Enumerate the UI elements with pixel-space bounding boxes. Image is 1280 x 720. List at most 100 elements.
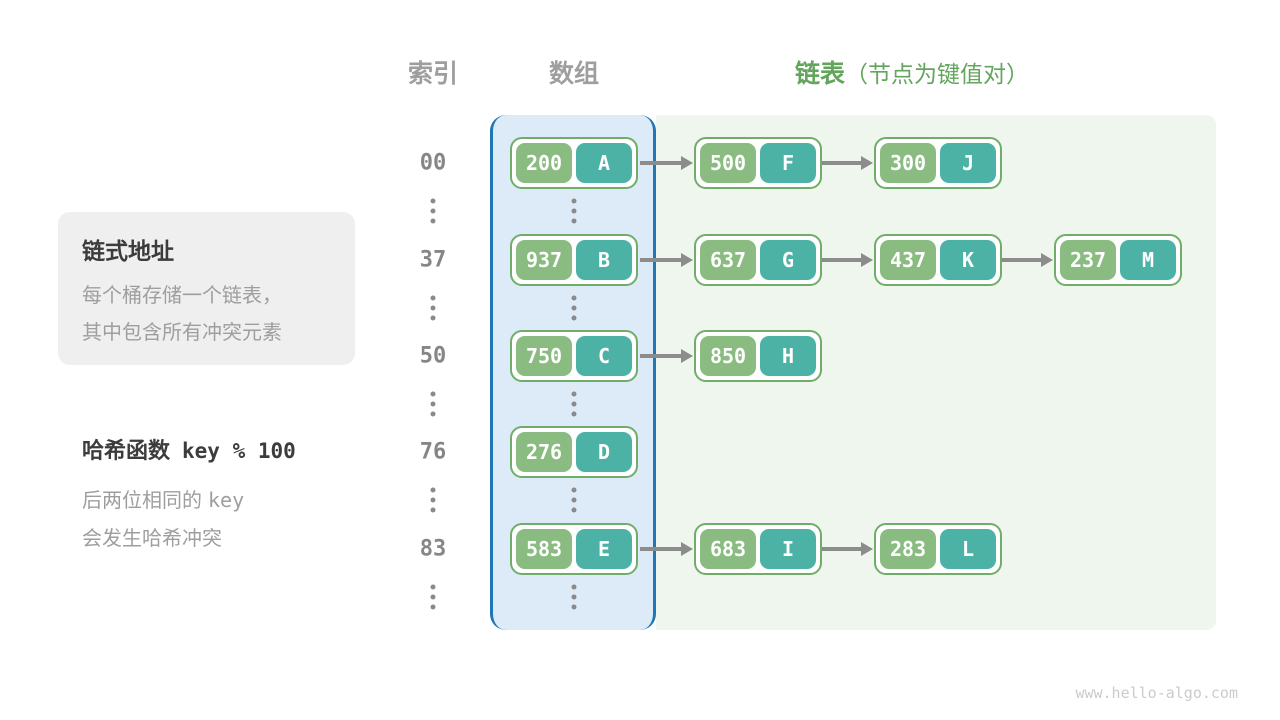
next-pointer-arrow: [640, 542, 693, 556]
value-cell: G: [760, 240, 816, 280]
key-cell: 637: [700, 240, 756, 280]
key-cell: 683: [700, 529, 756, 569]
ellipsis-dot: [430, 218, 436, 224]
ellipsis-icon: [430, 295, 436, 321]
hash-note-line: 后两位相同的 key: [82, 481, 296, 520]
column-header-array: 数组: [548, 60, 600, 88]
ellipsis-icon: [430, 487, 436, 513]
value-cell: I: [760, 529, 816, 569]
hash-function-formula: 哈希函数 key % 100: [82, 433, 296, 465]
key-cell: 500: [700, 143, 756, 183]
next-pointer-arrow: [820, 542, 873, 556]
ellipsis-dot: [430, 584, 436, 590]
ellipsis-dot: [571, 218, 577, 224]
column-header-list: 链表（节点为键值对）: [795, 54, 1029, 90]
value-cell: E: [576, 529, 632, 569]
ellipsis-icon: [571, 584, 577, 610]
key-cell: 937: [516, 240, 572, 280]
next-pointer-arrow: [820, 156, 873, 170]
ellipsis-dot: [430, 594, 436, 600]
ellipsis-dot: [571, 411, 577, 417]
value-cell: C: [576, 336, 632, 376]
ellipsis-dot: [571, 198, 577, 204]
hash-function-label: 哈希函数: [82, 438, 171, 463]
hash-function-code: key % 100: [182, 439, 296, 463]
hash-note-text: 后两位相同的: [82, 490, 202, 512]
concept-card: 链式地址 每个桶存储一个链表， 其中包含所有冲突元素: [58, 212, 355, 365]
value-cell: B: [576, 240, 632, 280]
next-pointer-arrow: [1000, 253, 1053, 267]
ellipsis-dot: [571, 604, 577, 610]
concept-card-line: 其中包含所有冲突元素: [82, 322, 282, 344]
ellipsis-dot: [430, 604, 436, 610]
value-cell: K: [940, 240, 996, 280]
ellipsis-dot: [430, 315, 436, 321]
ellipsis-dot: [571, 295, 577, 301]
ellipsis-dot: [571, 208, 577, 214]
ellipsis-dot: [571, 315, 577, 321]
ellipsis-dot: [430, 401, 436, 407]
hash-note-key-code: key: [208, 488, 245, 512]
concept-card-line: 每个桶存储一个链表，: [82, 285, 282, 307]
ellipsis-icon: [430, 198, 436, 224]
ellipsis-dot: [430, 497, 436, 503]
bucket-index-label: 37: [419, 247, 447, 273]
list-header-note: （节点为键值对）: [845, 61, 1030, 87]
value-cell: D: [576, 432, 632, 472]
ellipsis-icon: [571, 391, 577, 417]
ellipsis-dot: [571, 487, 577, 493]
bucket-index-label: 76: [419, 439, 447, 465]
ellipsis-dot: [430, 295, 436, 301]
key-cell: 237: [1060, 240, 1116, 280]
watermark: www.hello-algo.com: [1075, 684, 1238, 702]
next-pointer-arrow: [640, 253, 693, 267]
next-pointer-arrow: [640, 349, 693, 363]
ellipsis-dot: [430, 411, 436, 417]
ellipsis-icon: [430, 584, 436, 610]
value-cell: L: [940, 529, 996, 569]
ellipsis-dot: [430, 391, 436, 397]
ellipsis-dot: [430, 198, 436, 204]
next-pointer-arrow: [820, 253, 873, 267]
ellipsis-dot: [571, 401, 577, 407]
ellipsis-dot: [571, 594, 577, 600]
value-cell: J: [940, 143, 996, 183]
bucket-index-label: 00: [419, 150, 447, 176]
ellipsis-icon: [430, 391, 436, 417]
ellipsis-dot: [571, 305, 577, 311]
ellipsis-dot: [571, 584, 577, 590]
list-header-label: 链表: [795, 60, 846, 88]
hash-note-line: 会发生哈希冲突: [82, 528, 222, 550]
ellipsis-icon: [571, 198, 577, 224]
key-cell: 850: [700, 336, 756, 376]
value-cell: A: [576, 143, 632, 183]
ellipsis-dot: [430, 305, 436, 311]
column-header-index: 索引: [407, 60, 459, 88]
ellipsis-dot: [430, 208, 436, 214]
bucket-index-label: 83: [419, 536, 447, 562]
value-cell: M: [1120, 240, 1176, 280]
key-cell: 300: [880, 143, 936, 183]
ellipsis-dot: [430, 487, 436, 493]
key-cell: 283: [880, 529, 936, 569]
value-cell: F: [760, 143, 816, 183]
bucket-index-label: 50: [419, 343, 447, 369]
hash-function-note: 哈希函数 key % 100 后两位相同的 key 会发生哈希冲突: [82, 433, 296, 558]
key-cell: 583: [516, 529, 572, 569]
key-cell: 276: [516, 432, 572, 472]
ellipsis-dot: [430, 507, 436, 513]
ellipsis-icon: [571, 487, 577, 513]
key-cell: 750: [516, 336, 572, 376]
